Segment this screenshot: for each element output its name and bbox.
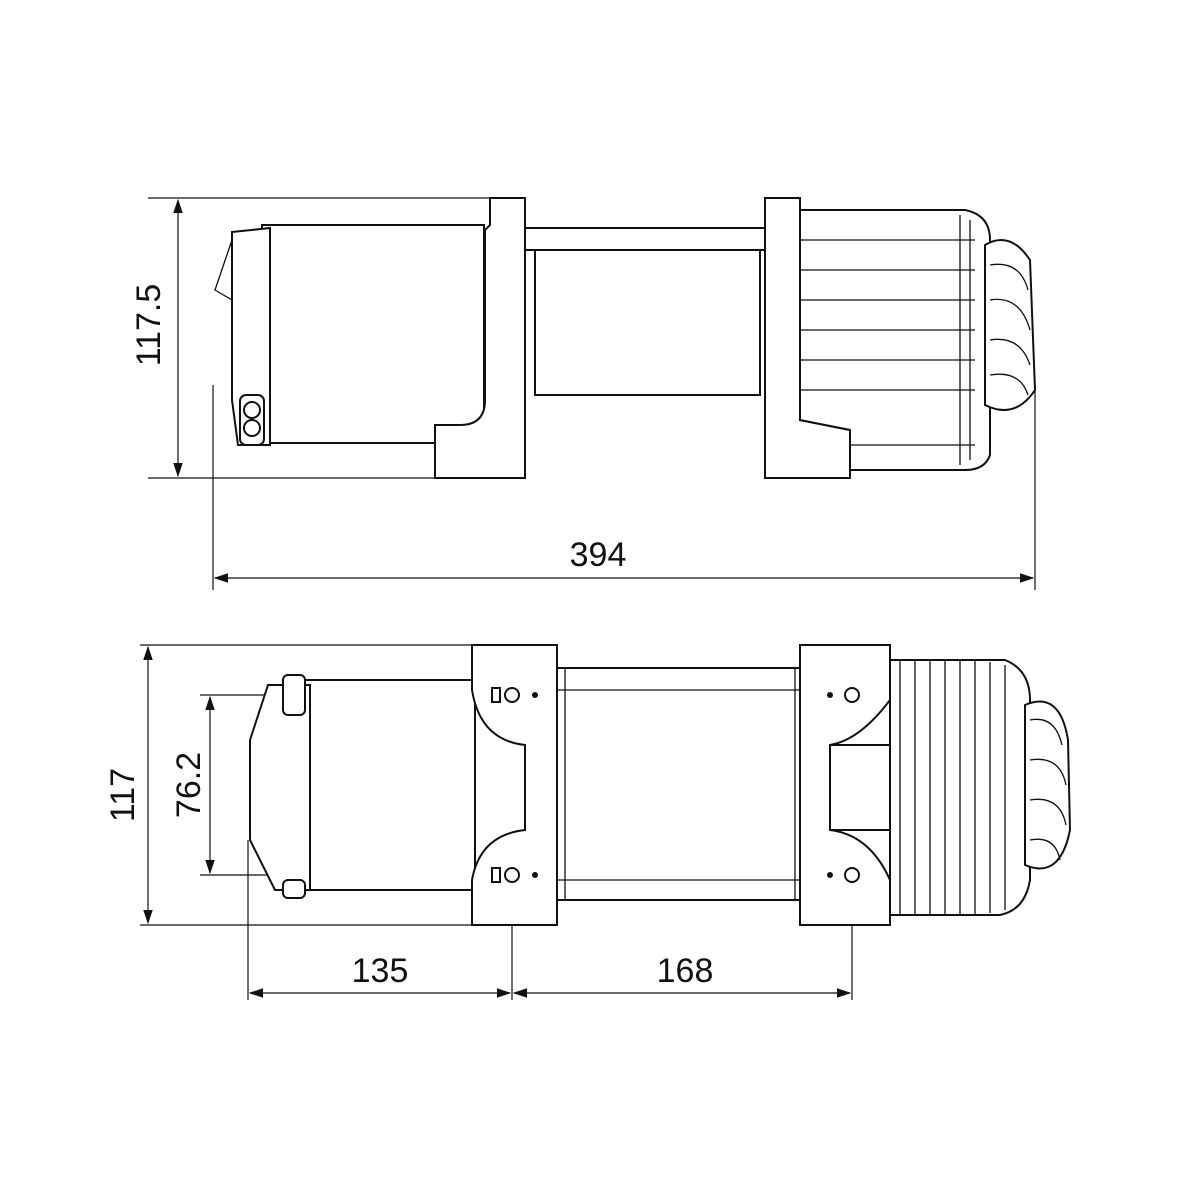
offset-label: 135 xyxy=(352,952,409,990)
height-label: 117.5 xyxy=(130,284,168,367)
width-label: 117 xyxy=(104,768,142,822)
bolt-width-label: 76.2 xyxy=(170,752,208,818)
side-view: 117.5 394 xyxy=(130,197,1037,590)
top-view: 117 76.2 135 168 xyxy=(104,644,1072,1000)
end-cap-top xyxy=(249,684,311,891)
drum xyxy=(534,249,761,396)
motor-end-cap xyxy=(984,239,1037,411)
motor-end-cap-top xyxy=(1024,700,1072,870)
left-bracket-top xyxy=(471,644,558,926)
bolt-length-label: 168 xyxy=(657,952,714,990)
length-label: 394 xyxy=(570,536,627,574)
gear-housing-top xyxy=(299,679,476,891)
drum-top xyxy=(556,667,801,901)
left-bracket xyxy=(434,197,526,479)
tie-rod xyxy=(524,227,768,251)
motor xyxy=(799,209,991,471)
gear-housing xyxy=(261,224,485,444)
